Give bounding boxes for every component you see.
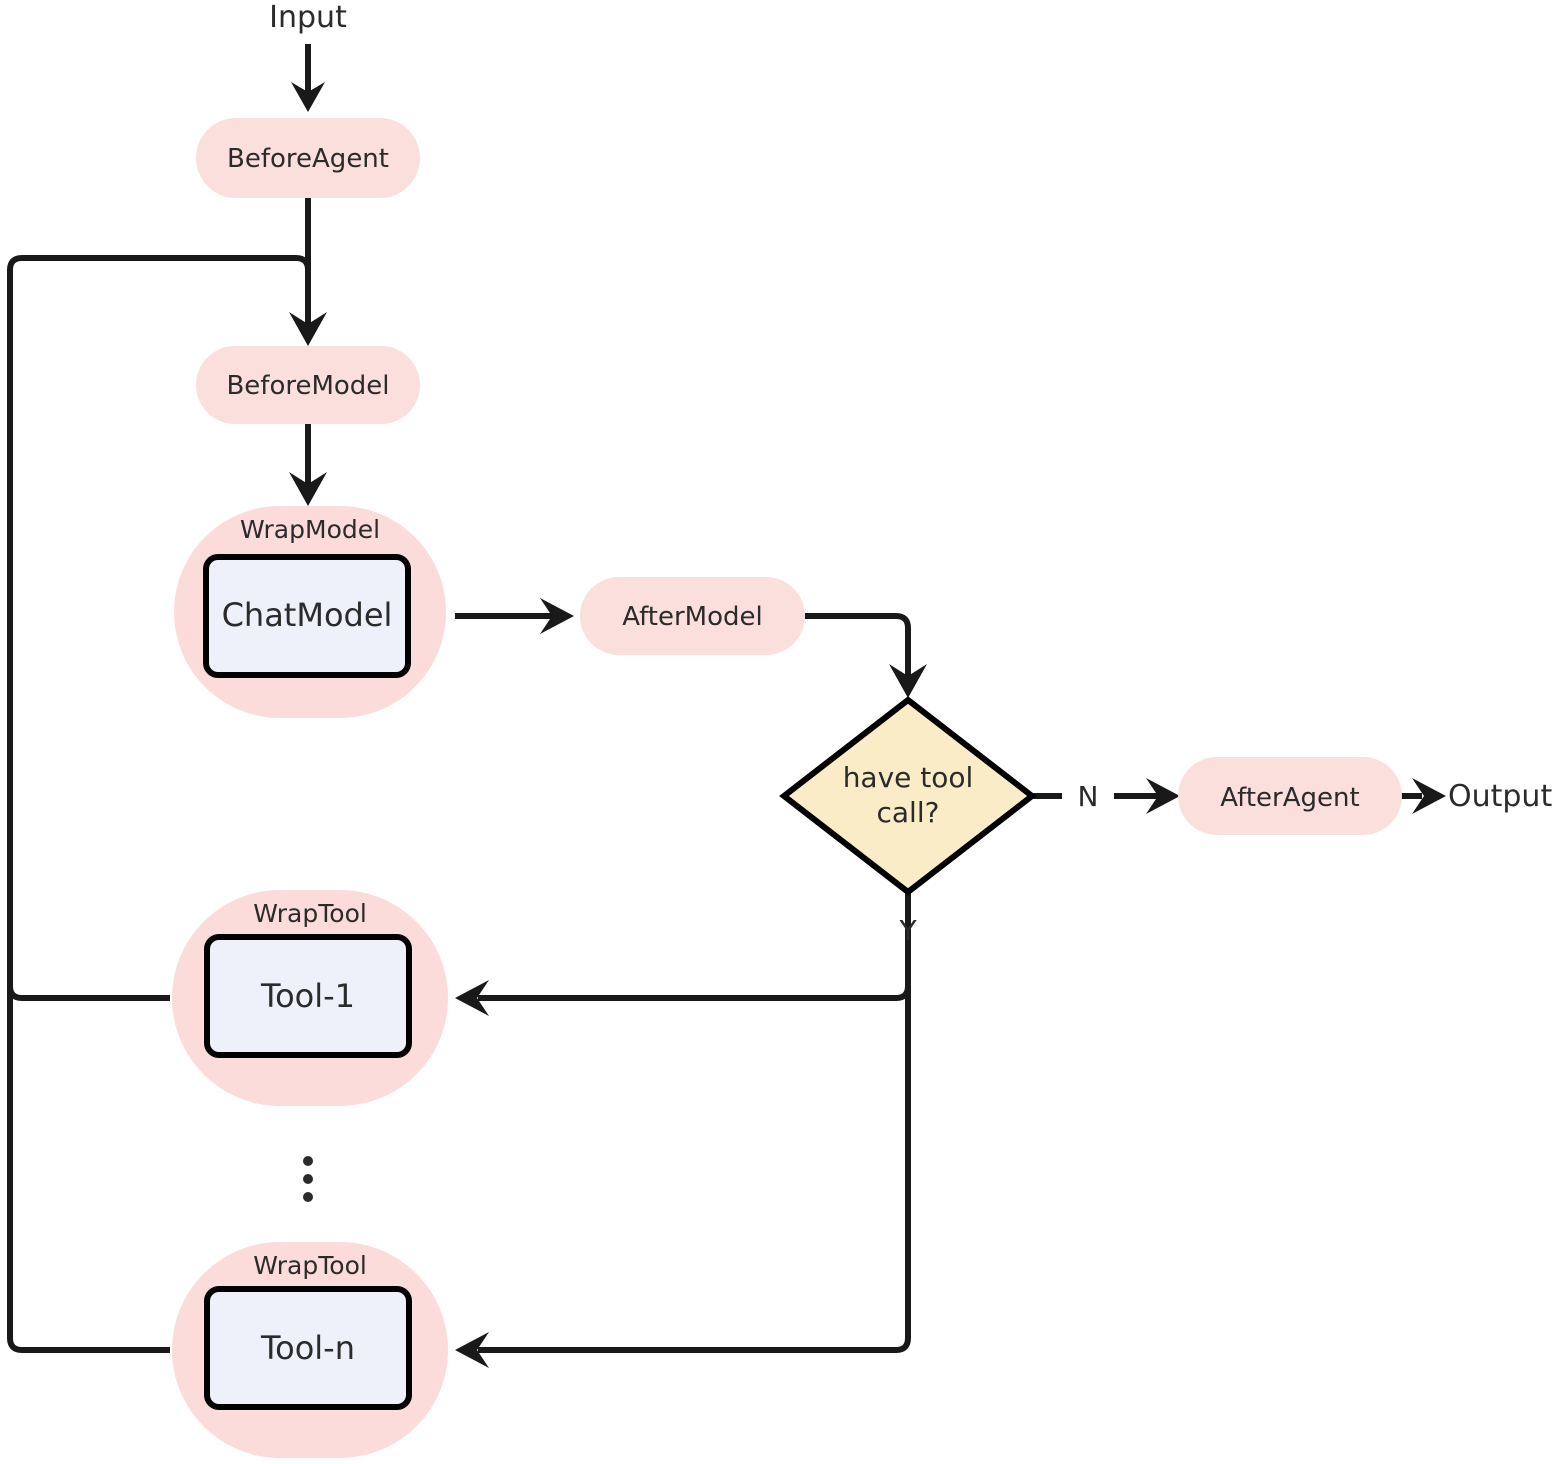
node-tool-1[interactable] xyxy=(207,937,409,1055)
node-after-agent-shape xyxy=(1178,757,1402,835)
node-chat-model[interactable] xyxy=(206,557,408,675)
node-before-agent-shape xyxy=(196,118,420,198)
edge-decision-yes-to-tools xyxy=(455,876,911,1368)
edge-wrapmodel-to-aftermodel xyxy=(455,598,574,634)
node-after-model-shape xyxy=(580,577,805,655)
tools-ellipsis-icon xyxy=(303,1156,313,1202)
edge-input-to-beforeagent xyxy=(291,44,325,112)
edge-afteragent-to-output xyxy=(1400,778,1446,814)
node-tool-1-shape xyxy=(204,934,412,1058)
edge-tool-feedback-loop xyxy=(7,255,311,1353)
edge-aftermodel-to-decision xyxy=(805,613,927,698)
edge-decision-no-to-afteragent xyxy=(1032,778,1180,814)
node-before-model-shape xyxy=(196,346,420,424)
edge-beforemodel-to-wrapmodel xyxy=(289,422,327,506)
node-tool-n-shape xyxy=(204,1286,412,1410)
node-after-agent[interactable] xyxy=(1178,757,1402,835)
node-after-model[interactable] xyxy=(580,577,805,655)
node-before-agent[interactable] xyxy=(196,118,420,198)
edge-beforeagent-to-beforemodel xyxy=(289,196,327,346)
node-decision-have-tool-call[interactable] xyxy=(784,700,1032,892)
node-tool-n[interactable] xyxy=(207,1289,409,1407)
node-before-model[interactable] xyxy=(196,346,420,424)
node-decision-shape xyxy=(779,696,1037,896)
node-chat-model-shape xyxy=(203,554,411,678)
